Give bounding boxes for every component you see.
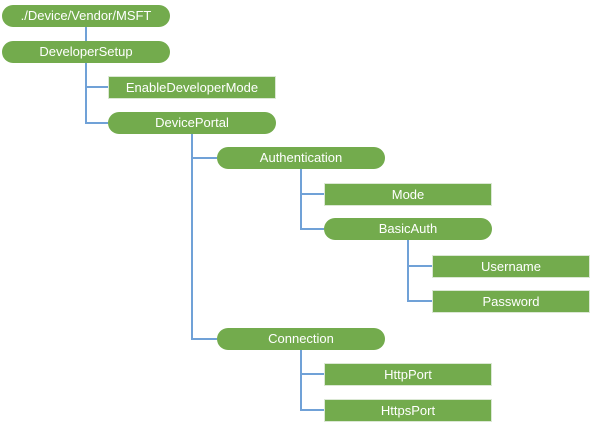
connector-developersetup-trunk xyxy=(85,63,87,124)
tree-node-authentication: Authentication xyxy=(217,147,385,169)
connector-to-authentication xyxy=(191,157,217,159)
tree-node-mode: Mode xyxy=(324,183,492,206)
tree-node-httpsport: HttpsPort xyxy=(324,399,492,422)
tree-node-device-vendor-msft: ./Device/Vendor/MSFT xyxy=(2,5,170,27)
connector-to-mode xyxy=(300,193,324,195)
connector-basicauth-trunk xyxy=(407,240,409,302)
connector-deviceportal-trunk xyxy=(191,134,193,339)
connector-to-httpsport xyxy=(300,409,324,411)
tree-node-basicauth: BasicAuth xyxy=(324,218,492,240)
connector-to-deviceportal xyxy=(85,122,108,124)
connector-connection-trunk xyxy=(300,350,302,411)
tree-node-username: Username xyxy=(432,255,590,278)
tree-node-connection: Connection xyxy=(217,328,385,350)
connector-to-connection xyxy=(191,338,217,340)
connector-to-basicauth xyxy=(300,228,324,230)
connector-authentication-trunk xyxy=(300,169,302,230)
connector-to-httpport xyxy=(300,373,324,375)
connector-root-to-developersetup xyxy=(85,27,87,41)
tree-node-enabledevelopermode: EnableDeveloperMode xyxy=(108,76,276,99)
connector-to-password xyxy=(407,300,432,302)
tree-node-password: Password xyxy=(432,290,590,313)
connector-to-enabledevelopermode xyxy=(85,86,108,88)
connector-to-username xyxy=(407,265,432,267)
tree-node-httpport: HttpPort xyxy=(324,363,492,386)
tree-node-deviceportal: DevicePortal xyxy=(108,112,276,134)
tree-node-developersetup: DeveloperSetup xyxy=(2,41,170,63)
